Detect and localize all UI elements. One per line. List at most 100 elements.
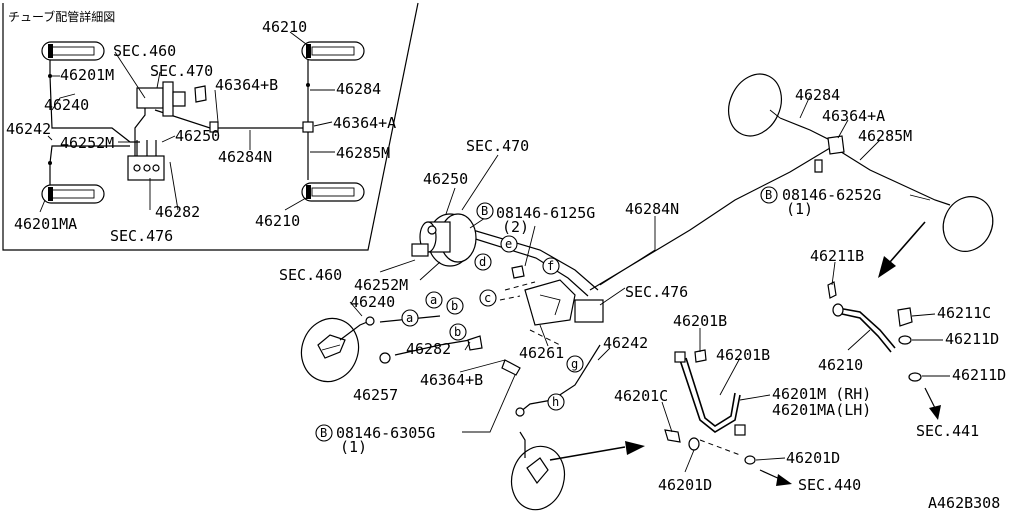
label-46252m: 46252M — [354, 276, 408, 294]
inset-wheel-front-right — [301, 41, 365, 61]
label-46242: 46242 — [603, 334, 648, 352]
inset-master-cylinder — [136, 81, 207, 117]
brake-disc-front-left — [300, 317, 360, 383]
brake-disc-rear-left — [510, 445, 566, 511]
callout-g: g — [566, 355, 584, 373]
main-leaders — [349, 95, 950, 473]
inset-label-46210-bot: 46210 — [255, 212, 300, 230]
label-46240: 46240 — [350, 293, 395, 311]
inset-label-46201ma: 46201MA — [14, 215, 77, 233]
inset-label-sec476: SEC.476 — [110, 227, 173, 245]
svg-text:B: B — [481, 204, 488, 218]
inset-wheel-rear-left — [41, 184, 105, 204]
svg-text:g: g — [571, 357, 578, 371]
label-qty-6305g: (1) — [340, 438, 367, 456]
master-cylinder-booster — [411, 213, 477, 267]
inset-label-46285m: 46285M — [336, 144, 390, 162]
inset-label-46284: 46284 — [336, 80, 381, 98]
inset-label-46364b: 46364+B — [215, 76, 278, 94]
inset-label-46364a: 46364+A — [333, 114, 396, 132]
label-08146-6252g: 08146-6252G — [782, 186, 881, 204]
label-46201ma-lh: 46201MA(LH) — [772, 401, 871, 419]
inset-border — [2, 2, 419, 251]
front-hose-group — [664, 349, 756, 465]
svg-text:d: d — [479, 255, 486, 269]
label-46257: 46257 — [353, 386, 398, 404]
inset-label-46284n: 46284N — [218, 148, 272, 166]
callout-f: f — [542, 257, 560, 275]
inset-label-46250: 46250 — [175, 127, 220, 145]
svg-text:B: B — [765, 188, 772, 202]
callout-b: b — [446, 297, 464, 315]
label-46364b: 46364+B — [420, 371, 483, 389]
inset-leaders — [39, 31, 335, 213]
direction-arrows — [549, 221, 941, 486]
fittings — [365, 135, 845, 417]
label-46211d-1: 46211D — [945, 330, 999, 348]
callout-a2: a — [401, 309, 419, 327]
label-sec440: SEC.440 — [798, 476, 861, 494]
inset-label-sec470: SEC.470 — [150, 62, 213, 80]
label-46364a: 46364+A — [822, 107, 885, 125]
inset-label-46242: 46242 — [6, 120, 51, 138]
label-46261: 46261 — [519, 344, 564, 362]
inset-label-46240: 46240 — [44, 96, 89, 114]
svg-text:b: b — [454, 325, 461, 339]
label-46201b-2: 46201B — [716, 346, 770, 364]
inset-caption: チューブ配管詳細図 — [8, 9, 115, 24]
rear-hose-group — [827, 281, 922, 382]
label-46201b-1: 46201B — [673, 312, 727, 330]
inset-label-46252m: 46252M — [60, 134, 114, 152]
svg-text:a: a — [406, 311, 413, 325]
bolt-marker-6252g: B — [760, 186, 778, 204]
svg-text:h: h — [552, 395, 559, 409]
inset-valve-block — [127, 140, 165, 181]
label-46285m: 46285M — [858, 127, 912, 145]
inset-label-46210-top: 46210 — [262, 18, 307, 36]
inset-label-46282: 46282 — [155, 203, 200, 221]
drawing-code: A462B308 — [928, 494, 1000, 512]
inset-wheel-rear-right — [301, 182, 365, 202]
inset-label-sec460: SEC.460 — [113, 42, 176, 60]
label-46284n: 46284N — [625, 200, 679, 218]
inset-connectors — [48, 74, 314, 165]
svg-text:f: f — [547, 259, 554, 273]
svg-text:c: c — [484, 291, 491, 305]
brake-disc-front-right — [728, 73, 782, 137]
valve-assembly — [499, 279, 604, 346]
label-sec460: SEC.460 — [279, 266, 342, 284]
callout-c: c — [479, 289, 497, 307]
label-46211d-2: 46211D — [952, 366, 1006, 384]
label-08146-6125g: 08146-6125G — [496, 204, 595, 222]
callout-d: d — [474, 253, 492, 271]
callout-e: e — [500, 235, 518, 253]
label-46282: 46282 — [406, 340, 451, 358]
label-sec470: SEC.470 — [466, 137, 529, 155]
label-46284: 46284 — [795, 86, 840, 104]
svg-text:B: B — [320, 426, 327, 440]
label-qty-6125g: (2) — [502, 218, 529, 236]
label-46201d-1: 46201D — [658, 476, 712, 494]
svg-text:b: b — [451, 299, 458, 313]
inset-detail: チューブ配管詳細図 — [2, 2, 419, 251]
label-46210: 46210 — [818, 356, 863, 374]
label-46250: 46250 — [423, 170, 468, 188]
label-sec441: SEC.441 — [916, 422, 979, 440]
label-46201c: 46201C — [614, 387, 668, 405]
callout-b2: b — [449, 323, 467, 341]
inset-label-46201m: 46201M — [60, 66, 114, 84]
label-qty-6252g: (1) — [786, 200, 813, 218]
label-sec476: SEC.476 — [625, 283, 688, 301]
label-46211c: 46211C — [937, 304, 991, 322]
svg-text:a: a — [430, 293, 437, 307]
svg-text:e: e — [505, 237, 512, 251]
callout-h: h — [547, 393, 565, 411]
inset-wheel-front-left — [41, 41, 105, 61]
bolt-marker-6125g: B — [476, 202, 494, 220]
bolt-marker-6305g: B — [315, 424, 333, 442]
label-46211b: 46211B — [810, 247, 864, 265]
label-46201m-rh: 46201M (RH) — [772, 385, 871, 403]
brake-disc-rear-right — [942, 196, 994, 252]
